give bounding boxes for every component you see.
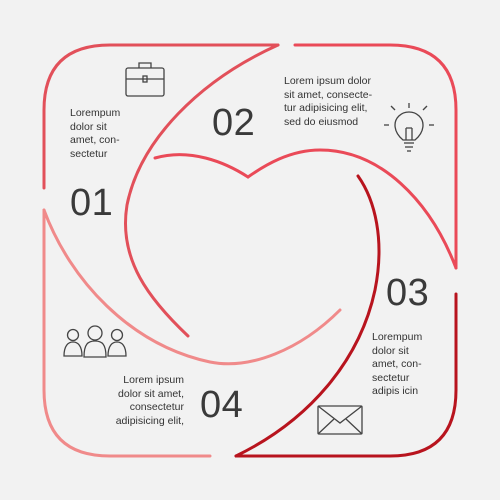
segment-04-inner-swirl bbox=[42, 208, 342, 366]
segment-03-inner-swirl bbox=[234, 174, 381, 458]
people-icon bbox=[63, 325, 127, 358]
segment-03-text: Lorempum dolor sit amet, con- sectetur a… bbox=[372, 331, 423, 397]
segment-03-number: 03 bbox=[386, 272, 430, 314]
briefcase-icon bbox=[125, 62, 165, 97]
segment-01-outer-arc bbox=[42, 43, 280, 190]
segment-04-text: Lorem ipsum dolor sit amet, consectetur … bbox=[115, 374, 184, 427]
segment-02-outer-arc bbox=[293, 43, 458, 270]
segment-02-inner-swirl bbox=[153, 148, 458, 270]
segment-02 bbox=[153, 43, 458, 270]
segment-01 bbox=[42, 43, 280, 338]
envelope-icon bbox=[317, 405, 363, 435]
segment-03-outer-arc bbox=[234, 292, 458, 458]
segment-04 bbox=[42, 208, 342, 458]
segment-04-number: 04 bbox=[200, 384, 244, 426]
segment-02-number: 02 bbox=[212, 102, 256, 144]
segment-01-inner-swirl bbox=[124, 43, 280, 338]
segment-01-number: 01 bbox=[70, 182, 114, 224]
segment-03 bbox=[234, 174, 458, 458]
segment-02-text: Lorem ipsum dolor sit amet, consecte- tu… bbox=[284, 75, 373, 128]
segment-04-outer-arc bbox=[42, 208, 212, 458]
segment-01-text: Lorempum dolor sit amet, con- sectetur bbox=[70, 107, 121, 160]
lightbulb-icon bbox=[384, 103, 434, 152]
